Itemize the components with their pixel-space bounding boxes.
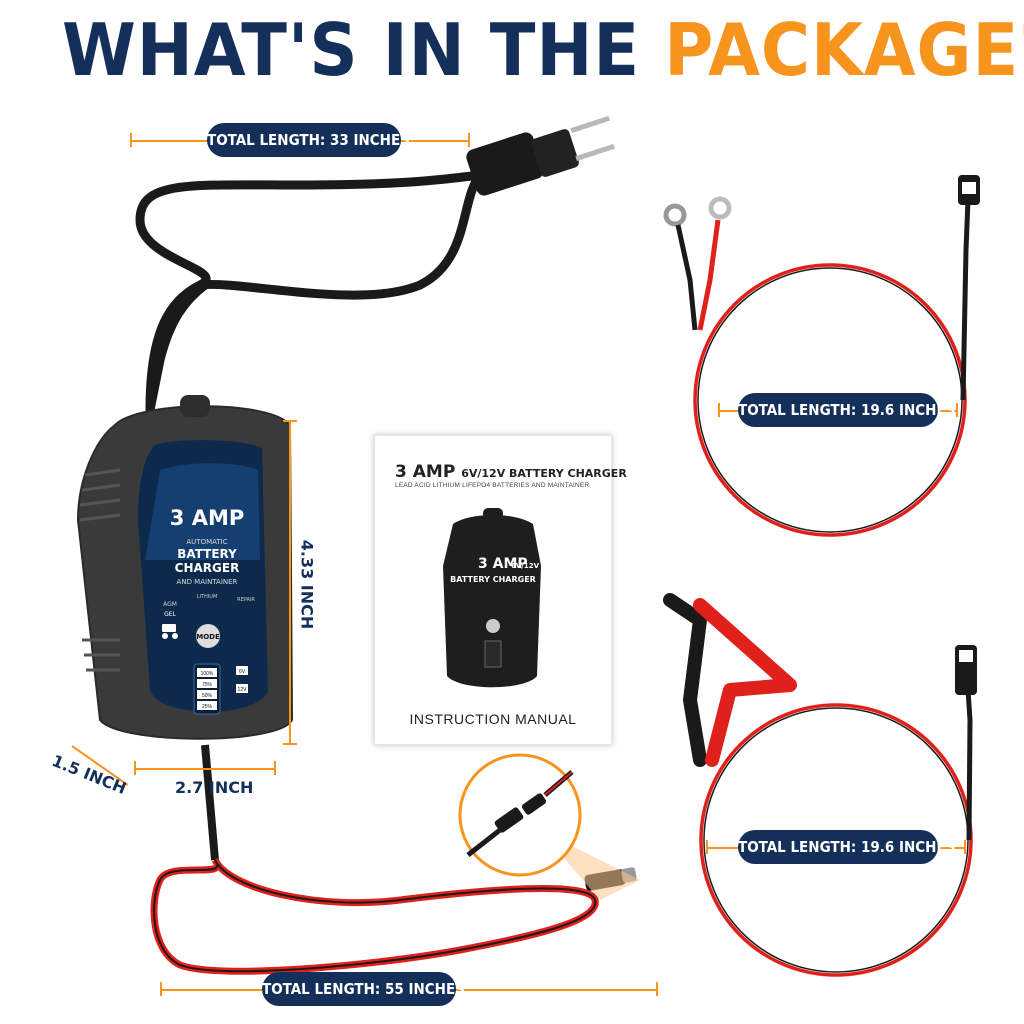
manual-mini-volts: 6V/12V	[511, 562, 540, 570]
ring-cable-length-label: TOTAL LENGTH: 19.6 INCHES	[738, 393, 955, 427]
manual-heading: 3 AMP 6V/12V BATTERY CHARGER	[395, 462, 627, 482]
battery-level-indicator: 100% 75% 50% 25% 6V 12V	[193, 663, 248, 715]
charger-mode-repair: REPAIR	[237, 597, 255, 603]
charger-amp-label: 3 AMP	[170, 506, 244, 530]
charger-line1: AUTOMATIC	[186, 538, 227, 546]
dim-tick	[283, 743, 297, 745]
dim-tick	[964, 840, 966, 854]
title-part-1: WHAT'S IN THE	[62, 8, 641, 92]
charger-line3: CHARGER	[175, 561, 240, 575]
charger-mode-lithium: LITHIUM	[197, 594, 218, 600]
dim-line-width	[134, 768, 276, 770]
level-25: 25%	[202, 704, 213, 710]
connector-zoom-detail	[458, 753, 640, 900]
manual-heading-big: 3 AMP	[395, 462, 456, 482]
charger-mode-button: MODE	[196, 633, 220, 641]
dim-tick	[656, 982, 658, 996]
dim-tick	[160, 982, 162, 996]
output-cable-length-label: TOTAL LENGTH: 55 INCHES	[262, 972, 465, 1006]
dim-tick	[956, 403, 958, 417]
mode-button-icon	[196, 624, 220, 648]
level-50: 50%	[202, 693, 213, 699]
dim-tick	[130, 133, 132, 147]
level-100: 100%	[201, 671, 214, 677]
output-cable	[150, 857, 599, 975]
charger-mode-icons	[162, 624, 178, 639]
volt-6v: 6V	[239, 669, 246, 675]
plug-cord-length-label: TOTAL LENGTH: 33 INCHES	[207, 123, 410, 157]
charger-body	[76, 395, 294, 740]
height-label: 4.33 INCH	[297, 535, 317, 634]
level-75: 75%	[202, 682, 213, 688]
manual-subline: LEAD ACID LITHIUM LIFEPO4 BATTERIES AND …	[395, 482, 590, 489]
dim-tick	[274, 761, 276, 775]
manual-heading-small: 6V/12V BATTERY CHARGER	[461, 467, 627, 480]
manual-mini-amp: 3 AMP	[478, 556, 528, 572]
manual-mini-title: BATTERY CHARGER	[450, 575, 536, 584]
title-part-2: PACKAGE?	[664, 8, 1024, 92]
charger-mode-gel: GEL	[164, 611, 176, 618]
dim-tick	[283, 420, 297, 422]
dim-line-height	[289, 420, 291, 745]
manual-footer: INSTRUCTION MANUAL	[409, 711, 577, 727]
ac-plug-icon	[466, 115, 615, 196]
charger-mode-agm: AGM	[163, 601, 177, 608]
dim-tick	[706, 840, 708, 854]
charger-line4: AND MAINTAINER	[177, 578, 238, 586]
dim-tick	[468, 133, 470, 147]
manual-charger-image: 3 AMP 6V/12V BATTERY CHARGER	[443, 508, 541, 688]
volt-12v: 12V	[238, 687, 248, 693]
instruction-manual: 3 AMP 6V/12V BATTERY CHARGER LEAD ACID L…	[374, 435, 627, 745]
clamp-cable-length-label: TOTAL LENGTH: 19.6 INCHES	[738, 830, 955, 864]
ring-terminal-cable	[663, 175, 980, 537]
page-title: WHAT'S IN THE PACKAGE?	[62, 14, 1024, 86]
charger-line2: BATTERY	[177, 547, 237, 561]
clamp-cable	[663, 593, 977, 977]
width-label: 2.7 INCH	[175, 778, 254, 797]
dim-tick	[134, 761, 136, 775]
dim-tick	[718, 403, 720, 417]
